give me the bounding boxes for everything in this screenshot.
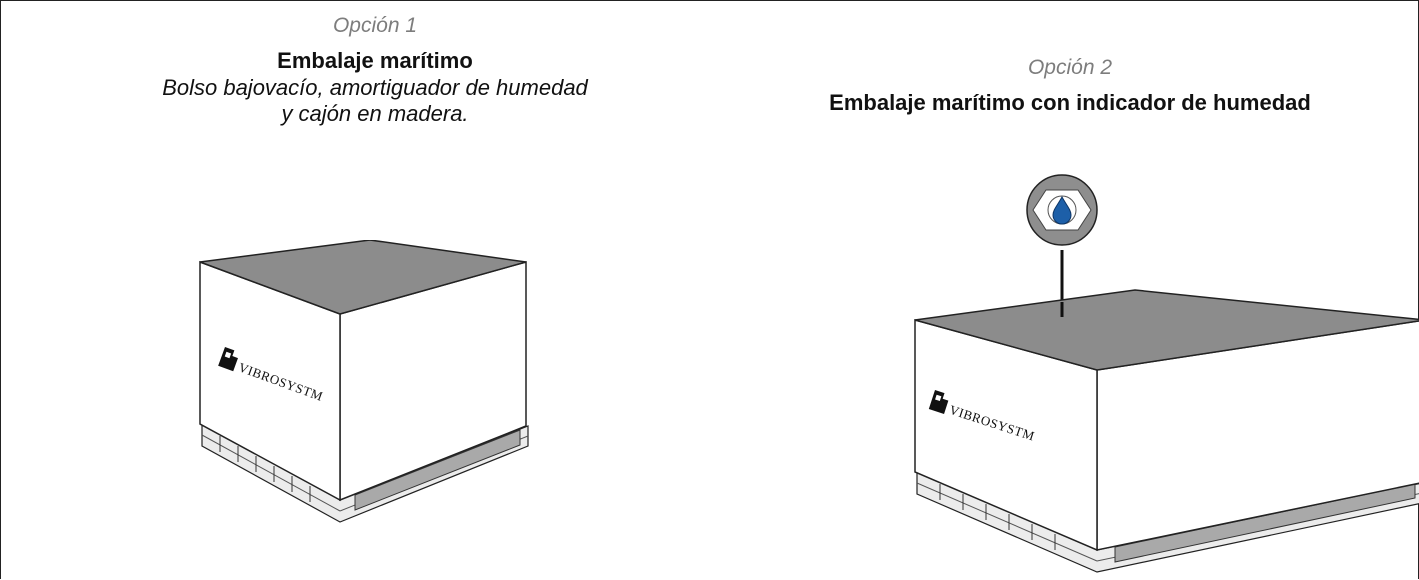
water-drop-icon: [1052, 195, 1072, 225]
option-2-caption: Opción 2 Embalaje marítimo con indicador…: [740, 56, 1400, 116]
crate-2-illustration: VIBROSYSTM: [914, 174, 1419, 573]
crate-2-top-face: [914, 289, 1419, 371]
option-1-title: Embalaje marítimo: [277, 48, 473, 73]
option-1-caption: Opción 1 Embalaje marítimo Bolso bajovac…: [60, 14, 690, 127]
option-1-label: Opción 1: [332, 14, 418, 37]
option-1-description-line-2: y cajón en madera.: [281, 101, 469, 126]
humidity-indicator: [1026, 174, 1098, 317]
option-2-title: Embalaje marítimo con indicador de humed…: [829, 90, 1311, 115]
crate-1-illustration: VIBROSYSTM: [199, 240, 529, 523]
option-2-label: Opción 2: [1027, 56, 1113, 79]
crate-1-top-face: [199, 240, 527, 315]
crate-1-pallet: [201, 422, 529, 523]
option-1-description-line-1: Bolso bajovacío, amortiguador de humedad: [162, 75, 588, 100]
